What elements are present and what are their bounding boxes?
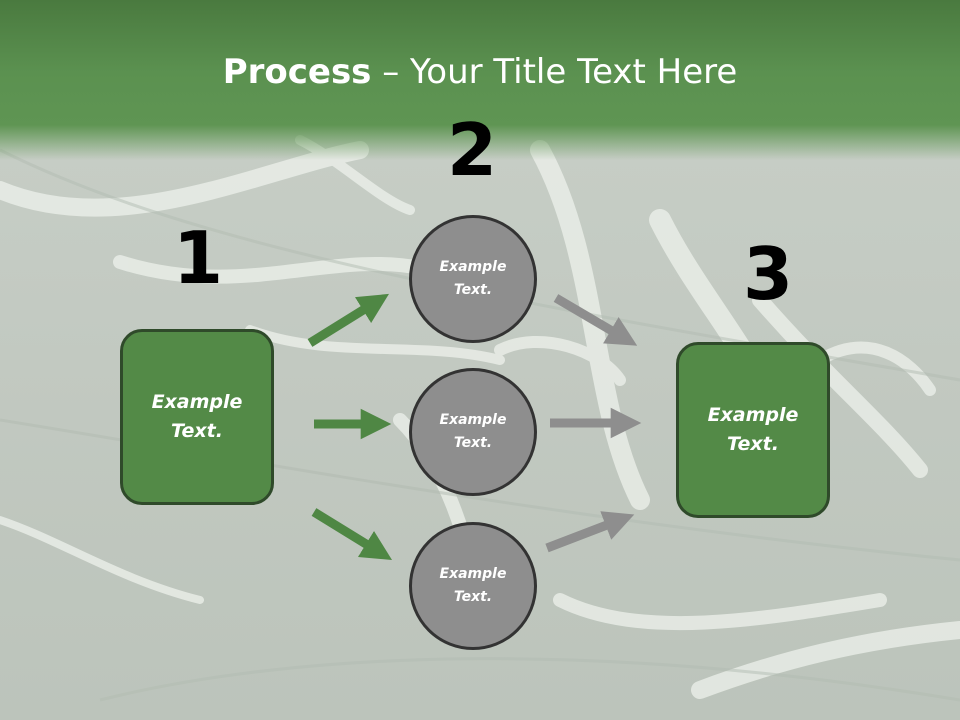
arrow-gray-up	[545, 511, 635, 553]
arrow-gray-down	[553, 294, 638, 346]
arrow-green-up	[307, 293, 389, 347]
step-1-text: Example Text.	[151, 391, 243, 442]
circle-bottom-text: Example Text.	[439, 566, 507, 605]
circle-top-text: Example Text.	[439, 259, 507, 298]
step-2-circle-top[interactable]: Example Text.	[409, 215, 537, 343]
step-number-3: 3	[742, 232, 794, 316]
step-3-box[interactable]: Example Text.	[676, 342, 830, 518]
circle-middle-text: Example Text.	[439, 412, 507, 451]
header-band	[0, 0, 960, 160]
step-number-2: 2	[446, 108, 498, 192]
title-bold: Process	[222, 52, 372, 92]
arrow-green-down	[311, 508, 393, 561]
step-1-box[interactable]: Example Text.	[120, 329, 274, 505]
step-2-circle-bottom[interactable]: Example Text.	[409, 522, 537, 650]
title-rest: – Your Title Text Here	[371, 52, 738, 92]
step-number-1: 1	[172, 216, 224, 300]
step-3-text: Example Text.	[707, 404, 799, 455]
step-2-circle-middle[interactable]: Example Text.	[409, 368, 537, 496]
page-title: Process – Your Title Text Here	[0, 52, 960, 92]
